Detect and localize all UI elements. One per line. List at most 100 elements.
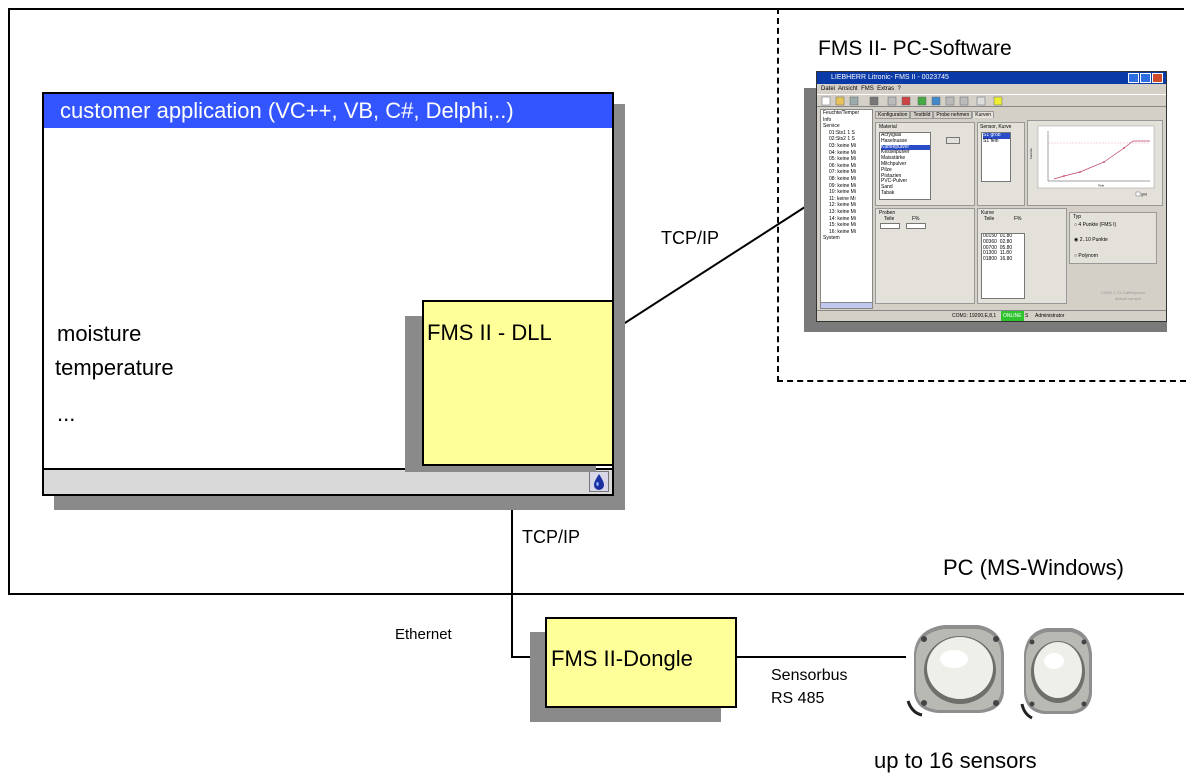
dongle-label: FMS II-Dongle xyxy=(551,646,693,671)
sensor-curve-panel: Sensor, Kurve S1 grob S1 fein xyxy=(977,122,1025,206)
kurve-list[interactable]: 00150 01.80 00360 02.80 00700 05.80 0130… xyxy=(981,233,1025,299)
tree-item[interactable]: 13: keine Mi xyxy=(829,208,856,215)
proben-teile-input[interactable] xyxy=(880,223,900,229)
table-row[interactable]: 00360 02.80 xyxy=(983,238,1013,245)
menu-ansicht[interactable]: Ansicht xyxy=(838,86,858,92)
table-row[interactable]: 00700 05.80 xyxy=(983,244,1013,251)
status-user: Administrator xyxy=(1035,313,1065,319)
water-drop-icon xyxy=(589,471,609,492)
menu-fms[interactable]: FMS xyxy=(861,86,874,92)
tree-item[interactable]: 11: keine Mi xyxy=(829,195,856,202)
list-item[interactable]: Milchpulver xyxy=(881,160,907,167)
typ-option-2-10-punkte[interactable]: ◉ 2..10 Punkte xyxy=(1074,237,1108,243)
tree-item[interactable]: 03: keine Mi xyxy=(829,142,856,149)
list-item[interactable]: S1 grob xyxy=(983,133,1010,139)
window-minimize-icon[interactable] xyxy=(1128,73,1139,83)
dll-label: FMS II - DLL xyxy=(427,320,552,345)
kurve-col-f: F% xyxy=(1014,216,1022,222)
window-maximize-icon[interactable] xyxy=(1140,73,1151,83)
tab-testbild[interactable]: Testbild xyxy=(910,111,934,119)
proben-f-input[interactable] xyxy=(906,223,926,229)
sensor-image-2 xyxy=(1020,620,1094,720)
dll-box: FMS II - DLL xyxy=(422,300,614,466)
menu-help[interactable]: ? xyxy=(897,86,901,92)
tcpip-label-bottom: TCP/IP xyxy=(522,527,581,547)
software-toolbar xyxy=(817,94,1166,107)
tree-item[interactable]: 14: keine Mi xyxy=(829,215,856,222)
tree-item[interactable]: 05: keine Mi xyxy=(829,156,856,163)
software-window-title: LIEBHERR Litronic- FMS II - 0023745 xyxy=(831,74,949,81)
status-s: S xyxy=(1025,313,1029,319)
typ-panel: Typ ○ 4 Punkte (FMS I) ◉ 2..10 Punkte ○ … xyxy=(1069,212,1157,264)
tab-konfiguration[interactable]: Konfiguration xyxy=(875,111,911,119)
tree-item[interactable]: Service xyxy=(823,123,840,130)
status-com: COM1: 19200,E,8,1 xyxy=(952,313,997,319)
table-row[interactable]: 01300 11.80 xyxy=(983,250,1012,257)
table-row[interactable]: 01800 16.80 xyxy=(983,256,1013,263)
list-item[interactable]: PVC-Pulver xyxy=(881,178,908,185)
tree-item[interactable]: Info xyxy=(823,116,832,123)
proben-col-teile: Teile xyxy=(884,216,895,222)
software-menubar: Datei Ansicht FMS Extras ? xyxy=(817,85,1166,94)
list-item[interactable]: Kesselpulver xyxy=(881,149,910,156)
tree-item[interactable]: 06: keine Mi xyxy=(829,162,856,169)
output-moisture: moisture xyxy=(57,321,142,346)
kurve-label: Kurve xyxy=(981,210,995,216)
material-label: Material xyxy=(879,124,897,130)
tab-probe-nehmen[interactable]: Probe nehmen xyxy=(933,111,973,119)
tree-item[interactable]: 09: keine Mi xyxy=(829,182,856,189)
sensor-curve-list[interactable]: S1 grob S1 fein xyxy=(981,132,1011,182)
menu-datei[interactable]: Datei xyxy=(821,86,836,92)
software-statusbar: COM1: 19200,E,8,1 ONLINE S Administrator xyxy=(817,310,1166,321)
chart-ylabel: Feuchte xyxy=(1029,148,1033,159)
list-item[interactable]: Maisstärke xyxy=(881,155,906,162)
material-list[interactable]: Acrylglas Haselnusse Kaffeepulver Kessel… xyxy=(879,132,931,200)
tree-item[interactable]: 12: keine Mi xyxy=(829,202,856,209)
tree-item[interactable]: 04: keine Mi xyxy=(829,149,856,156)
rs485-label: RS 485 xyxy=(771,690,825,707)
software-titlebar: LIEBHERR Litronic- FMS II - 0023745 xyxy=(817,72,1166,84)
tree-item[interactable]: 10: keine Mi xyxy=(829,189,856,196)
list-item[interactable]: Tabak xyxy=(881,189,895,196)
footer-note-2: default sample xyxy=(1115,296,1142,301)
list-item[interactable]: S1 fein xyxy=(983,137,999,144)
tree-item[interactable]: 08: keine Mi xyxy=(829,175,856,182)
table-row[interactable]: 00150 01.80 xyxy=(983,233,1013,239)
software-window: LIEBHERR Litronic- FMS II - 0023745 Date… xyxy=(816,71,1167,322)
grid-checkbox-label: grid xyxy=(1141,193,1147,197)
list-item[interactable]: Sand xyxy=(881,184,893,191)
sensorbus-label: Sensorbus xyxy=(771,667,848,684)
list-item[interactable]: Pistazien xyxy=(881,172,902,179)
pc-frame xyxy=(8,8,1184,595)
grid-checkbox[interactable] xyxy=(1135,191,1141,197)
tree-item[interactable]: System xyxy=(823,235,840,242)
tab-kurven[interactable]: Kurven xyxy=(972,111,995,118)
tree-item[interactable]: 07: keine Mi xyxy=(829,169,856,176)
typ-option-4punkte[interactable]: ○ 4 Punkte (FMS I) xyxy=(1074,222,1117,228)
tree-item[interactable]: 02:Sts2 1 S xyxy=(829,136,855,143)
list-item[interactable]: Haselnusse xyxy=(881,137,908,144)
list-item[interactable]: Kaffeepulver xyxy=(881,144,930,151)
tree-item[interactable]: 15: keine Mi xyxy=(829,222,856,229)
proben-panel: Proben Teile F% xyxy=(875,208,975,304)
tcpip-line-to-software xyxy=(613,195,823,331)
tcpip-label-top: TCP/IP xyxy=(661,228,720,248)
curve-chart: Feuchte Teile grid xyxy=(1029,125,1155,197)
tree-item[interactable]: 01:Sts1 1 S xyxy=(829,129,855,136)
customer-application-window: customer application (VC++, VB, C#, Delp… xyxy=(42,92,614,496)
material-edit-button[interactable] xyxy=(946,137,960,144)
tree-item[interactable]: Feuchte/Temper xyxy=(823,110,860,116)
window-close-icon[interactable] xyxy=(1152,73,1163,83)
typ-label: Typ xyxy=(1073,214,1082,220)
tree-scrollbar[interactable] xyxy=(820,302,873,309)
proben-col-f: F% xyxy=(912,216,920,222)
menu-extras[interactable]: Extras xyxy=(877,86,895,92)
tree-item[interactable]: 16: keine Mi xyxy=(829,228,856,235)
list-item[interactable]: Acrylglas xyxy=(881,132,902,138)
typ-option-polynom[interactable]: ○ Polynom xyxy=(1074,253,1098,259)
list-item[interactable]: Pilze xyxy=(881,166,892,173)
sensors-caption: up to 16 sensors xyxy=(874,748,1037,773)
kurve-panel: Kurve Teile F% 00150 01.80 00360 02.80 0… xyxy=(977,208,1067,304)
material-panel: Material Acrylglas Haselnusse Kaffeepulv… xyxy=(875,122,975,206)
